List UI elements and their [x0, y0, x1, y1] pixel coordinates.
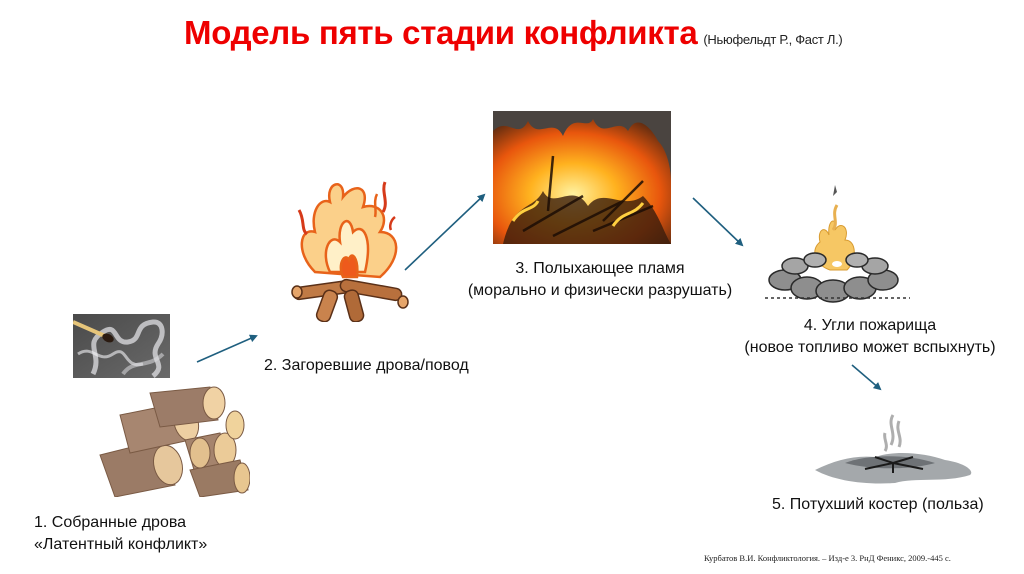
stage-5-label: 5. Потухший костер (польза) — [772, 496, 984, 513]
bonfire-photo — [493, 111, 671, 244]
stage-4-title: 4. Угли пожарища — [803, 317, 937, 334]
campfire-image — [285, 172, 410, 323]
title-block: Модель пять стадии конфликта (Ньюфельдт Р… — [184, 14, 843, 52]
match-smoke-image — [72, 314, 170, 378]
extinguished-fire-image — [805, 405, 980, 485]
embers-stone-ring-image — [765, 180, 910, 305]
stage-1-subtitle: «Латентный конфликт» — [34, 536, 208, 553]
page-title: Модель пять стадии конфликта — [184, 14, 698, 51]
stage-1-label: 1. Собранные дрова «Латентный конфликт» — [34, 512, 207, 556]
arrow-2-to-3 — [404, 193, 486, 271]
stage-3-label: 3. Полыхающее пламя (морально и физическ… — [458, 258, 742, 302]
stage-4-label: 4. Угли пожарища (новое топливо может вс… — [728, 315, 1012, 359]
arrow-1-to-2 — [196, 334, 258, 363]
title-authors: (Ньюфельдт Р., Фаст Л.) — [703, 32, 843, 47]
arrow-4-to-5 — [851, 364, 882, 391]
stage-2-label: 2. Загоревшие дрова/повод — [264, 357, 469, 374]
stage-3-title: 3. Полыхающее пламя — [515, 260, 685, 277]
stage-4-subtitle: (новое топливо может вспыхнуть) — [744, 339, 996, 356]
firewood-stack-image — [90, 385, 251, 498]
citation: Курбатов В.И. Конфликтология. – Изд-е 3.… — [704, 553, 951, 563]
stage-1-title: 1. Собранные дрова — [34, 514, 187, 531]
stage-3-subtitle: (морально и физически разрушать) — [467, 282, 733, 299]
arrow-3-to-4 — [692, 197, 744, 247]
